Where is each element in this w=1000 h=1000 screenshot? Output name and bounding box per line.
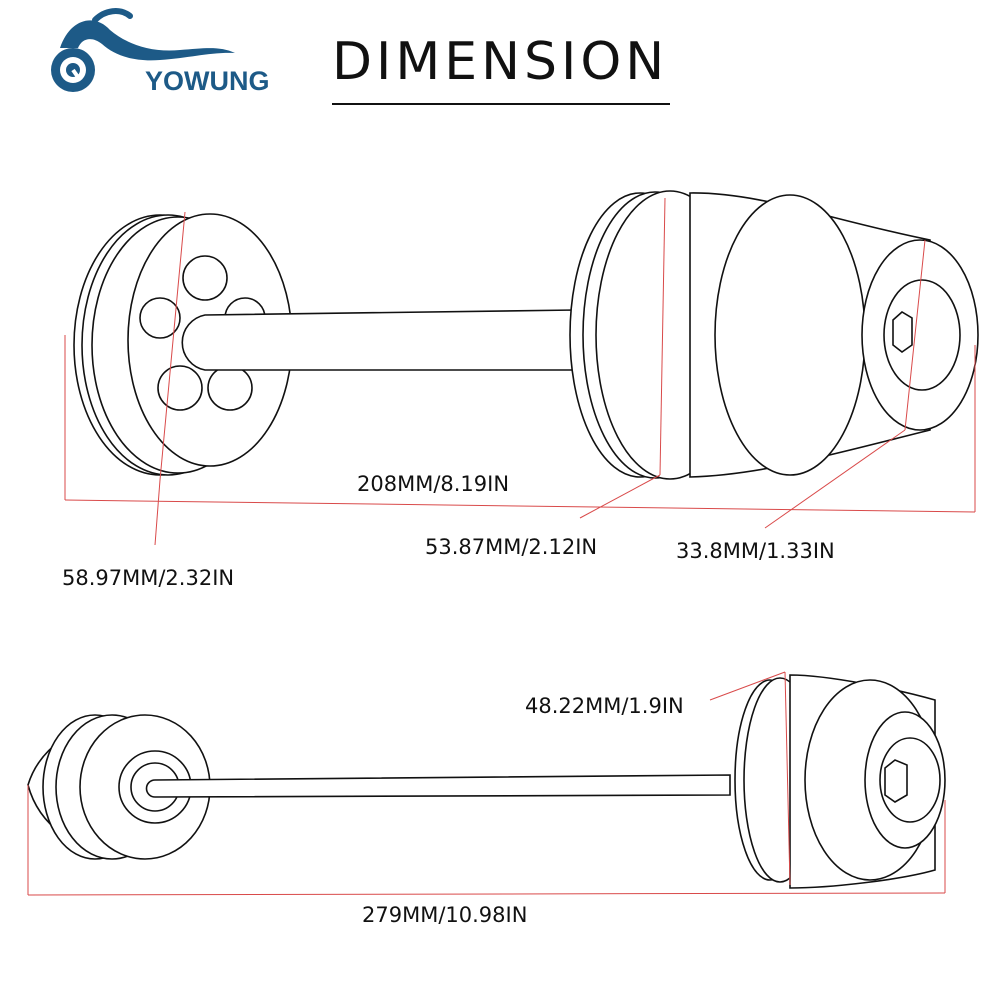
motorcycle-logo-icon (51, 8, 235, 92)
page-title: DIMENSION (332, 32, 669, 92)
large-slider-top (569, 190, 979, 480)
rod-top (181, 309, 576, 371)
title-underline (332, 103, 670, 105)
top-dimension-lines (64, 197, 976, 546)
bottom-dimension-lines (27, 671, 946, 896)
small-disk-diameter-label: 58.97MM/2.32IN (62, 566, 235, 590)
large-slider-diameter-label: 53.87MM/2.12IN (425, 535, 598, 559)
overall-length-label-bottom: 279MM/10.98IN (362, 903, 528, 927)
right-slider-bottom (734, 674, 946, 889)
rod-bottom (145, 774, 731, 798)
bottom-slider-assembly (27, 674, 946, 889)
top-slider-assembly (73, 190, 979, 480)
overall-length-label-top: 208MM/8.19IN (357, 472, 510, 496)
brand-name: YOWUNG (145, 66, 270, 96)
brand-logo: YOWUNG (40, 8, 290, 108)
slider-diameter-label-bottom: 48.22MM/1.9IN (525, 694, 684, 718)
end-cap-diameter-label: 33.8MM/1.33IN (676, 539, 835, 563)
